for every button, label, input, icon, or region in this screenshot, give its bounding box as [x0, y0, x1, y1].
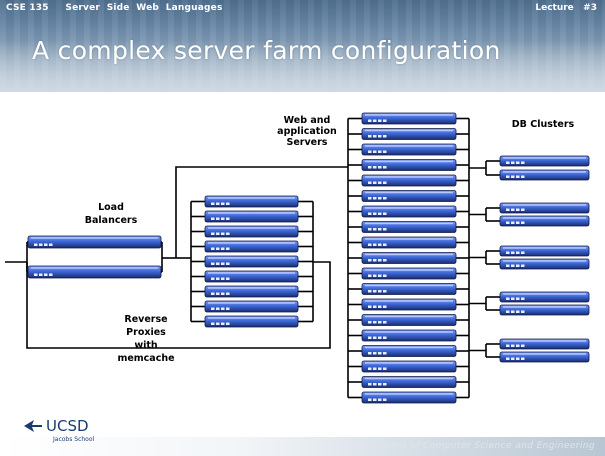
- trident-icon: [24, 420, 42, 432]
- web-servers-label-line: application: [277, 126, 337, 137]
- slide-header: CSE 135 Server Side Web Languages Lectur…: [0, 0, 605, 92]
- web-app-server: [361, 298, 457, 311]
- ucsd-logo: UCSD Jacobs School: [22, 416, 132, 448]
- db-cluster-server: [499, 351, 590, 363]
- server-icons: [27, 112, 590, 404]
- web-app-server: [361, 221, 457, 233]
- reverse-proxy-server: [204, 315, 299, 328]
- slide-title: A complex server farm configuration: [32, 36, 501, 65]
- db-cluster-server: [499, 258, 590, 270]
- reverse-proxy-server: [204, 195, 299, 208]
- web-servers-label-line: Servers: [287, 137, 328, 148]
- load-balancer-server: [27, 235, 162, 249]
- web-servers-label-line: Web and: [284, 115, 331, 126]
- reverse-proxy-server: [204, 300, 299, 313]
- web-app-server: [361, 314, 457, 326]
- db-clusters-label: DB Clusters: [512, 119, 575, 130]
- load-balancers-label-line: Load: [98, 202, 124, 213]
- web-app-server: [361, 267, 457, 280]
- reverse-proxies-label-line: Proxies: [126, 327, 166, 338]
- reverse-proxies-label-line: memcache: [117, 353, 174, 364]
- web-app-server: [361, 190, 457, 202]
- db-cluster-server: [499, 169, 590, 181]
- web-app-server: [361, 128, 457, 140]
- reverse-proxies-label-line: with: [134, 340, 158, 351]
- reverse-proxy-server: [204, 270, 299, 283]
- load-balancer-server: [27, 265, 162, 279]
- web-app-server: [361, 252, 457, 264]
- network-link: [26, 261, 331, 349]
- department-label: Department of Computer Science and Engin…: [348, 441, 595, 451]
- reverse-proxy-server: [204, 240, 299, 253]
- web-app-server: [361, 143, 457, 156]
- web-app-server: [361, 205, 457, 218]
- network-connections: [5, 117, 500, 399]
- web-app-server: [361, 391, 457, 404]
- db-cluster-server: [499, 202, 590, 214]
- web-app-server: [361, 174, 457, 187]
- reverse-proxy-server: [204, 285, 299, 298]
- db-cluster-server: [499, 304, 590, 316]
- web-app-server: [361, 159, 457, 171]
- footer-bar: [0, 437, 605, 456]
- reverse-proxies-label-line: Reverse: [124, 314, 167, 325]
- web-app-server: [361, 360, 457, 373]
- web-app-server: [361, 112, 457, 125]
- reverse-proxy-server: [204, 255, 299, 268]
- db-cluster-server: [499, 215, 590, 227]
- db-cluster-server: [499, 245, 590, 257]
- web-app-server: [361, 376, 457, 388]
- web-app-server: [361, 329, 457, 342]
- network-link: [175, 166, 348, 245]
- load-balancers-label-line: Balancers: [85, 215, 138, 226]
- web-app-server: [361, 283, 457, 295]
- logo-subtext: Jacobs School: [52, 436, 95, 443]
- db-cluster-server: [499, 338, 590, 350]
- web-app-server: [361, 345, 457, 357]
- logo-text: UCSD: [46, 417, 89, 435]
- db-cluster-server: [499, 291, 590, 303]
- db-cluster-server: [499, 155, 590, 167]
- lecture-label: Lecture #3: [535, 3, 597, 13]
- reverse-proxy-server: [204, 210, 299, 223]
- web-app-server: [361, 236, 457, 249]
- reverse-proxy-server: [204, 225, 299, 238]
- course-label: CSE 135 Server Side Web Languages: [6, 3, 223, 13]
